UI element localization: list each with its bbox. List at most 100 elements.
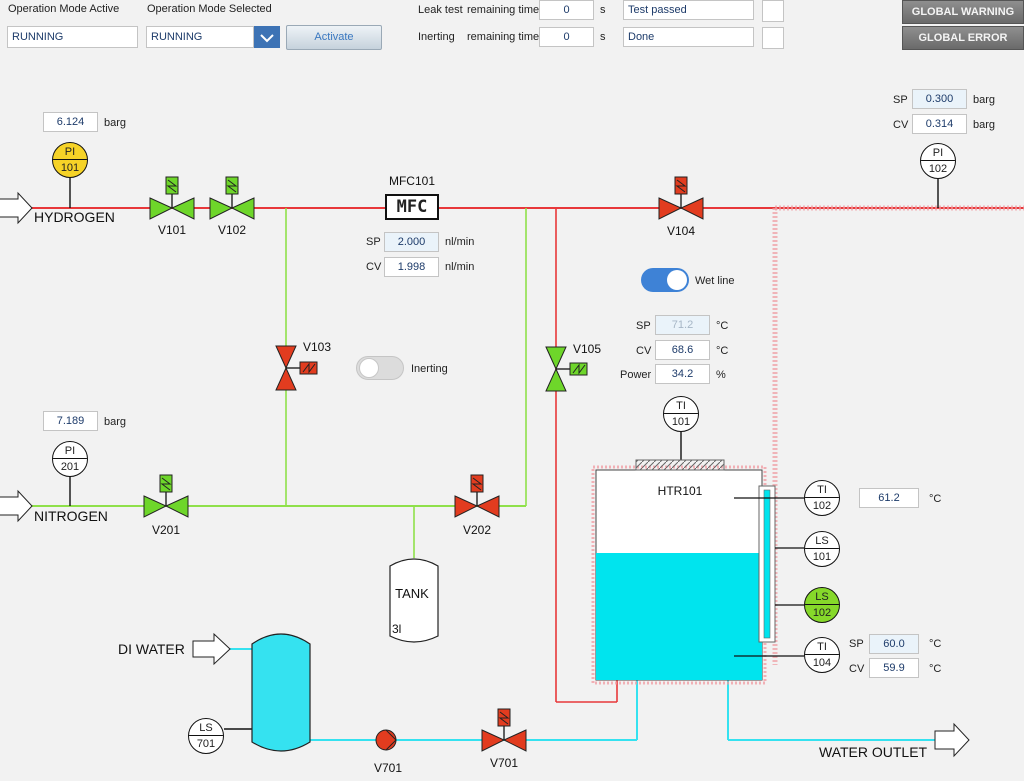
tank-3l: [389, 558, 439, 643]
heater-sp-unit: °C: [716, 320, 729, 332]
heater-power-label: Power: [620, 369, 652, 381]
v701-pump-label: V701: [373, 761, 403, 775]
instrument-ti104[interactable]: TI 104: [804, 637, 840, 673]
valve-v105[interactable]: [545, 346, 588, 392]
hydrogen-label: HYDROGEN: [34, 209, 115, 225]
heater-cv-unit: °C: [716, 345, 729, 357]
heater-sp-label: SP: [636, 320, 651, 332]
mfc-sp-unit: nl/min: [445, 236, 475, 248]
wet-line-toggle[interactable]: [641, 268, 689, 292]
inerting-remaining-label: remaining time: [467, 31, 540, 43]
inerting-time: 0: [539, 27, 594, 47]
pi102-setpoint-input[interactable]: 0.300: [912, 89, 967, 109]
leak-time-unit: s: [600, 4, 606, 16]
instrument-ti102[interactable]: TI 102: [804, 480, 840, 516]
pi102-sp-unit: barg: [973, 94, 996, 106]
di-water-label: DI WATER: [118, 641, 185, 657]
leak-test-indicator: [762, 0, 784, 22]
pi201-unit: barg: [104, 416, 127, 428]
instrument-ls101[interactable]: LS 101: [804, 531, 840, 567]
ti104-sp-label: SP: [849, 638, 864, 650]
water-line: [230, 648, 935, 741]
instrument-ti101[interactable]: TI 101: [663, 396, 699, 432]
ti102-value: 61.2: [859, 488, 919, 508]
inerting-toggle-label: Inerting: [411, 363, 448, 375]
heater-cv-value: 68.6: [655, 340, 710, 360]
inerting-toggle[interactable]: [356, 356, 404, 380]
htr101-label: HTR101: [657, 484, 703, 498]
nitrogen-label: NITROGEN: [34, 508, 108, 524]
valve-v101[interactable]: [149, 176, 195, 220]
valve-v701[interactable]: [481, 708, 527, 752]
heater-cv-label: CV: [636, 345, 652, 357]
v105-label: V105: [573, 342, 602, 356]
inerting-indicator: [762, 27, 784, 49]
v102-label: V102: [217, 223, 247, 237]
pi101-unit: barg: [104, 117, 127, 129]
pi101-value: 6.124: [43, 112, 98, 132]
tank-volume-label: 3l: [392, 622, 402, 636]
instrument-pi101[interactable]: PI 101: [52, 142, 88, 178]
heater-setpoint-input[interactable]: 71.2: [655, 315, 710, 335]
mode-select-dropdown-button[interactable]: [254, 26, 280, 48]
mfc101-label: MFC101: [388, 174, 435, 188]
pi102-cv-label: CV: [893, 119, 909, 131]
instrument-ls701[interactable]: LS 701: [188, 718, 224, 754]
pi102-cv-unit: barg: [973, 119, 996, 131]
v701-valve-label: V701: [489, 756, 519, 770]
water-outlet-label: WATER OUTLET: [819, 744, 928, 760]
mode-select[interactable]: RUNNING: [146, 26, 254, 48]
v101-label: V101: [157, 223, 187, 237]
mfc101-symbol[interactable]: MFC: [385, 194, 439, 220]
inerting-status: Done: [623, 27, 754, 47]
v104-label: V104: [666, 224, 696, 238]
mfc-setpoint-input[interactable]: 2.000: [384, 232, 439, 252]
instrument-ls102[interactable]: LS 102: [804, 587, 840, 623]
wet-line-label: Wet line: [695, 275, 735, 287]
ti104-sp-unit: °C: [929, 638, 942, 650]
mode-active-field: RUNNING: [7, 26, 138, 48]
ti104-cv-unit: °C: [929, 663, 942, 675]
valve-v201[interactable]: [143, 474, 189, 518]
pi102-sp-label: SP: [893, 94, 908, 106]
global-error-button[interactable]: GLOBAL ERROR: [902, 26, 1024, 50]
heater-power-value: 34.2: [655, 364, 710, 384]
valve-v102[interactable]: [209, 176, 255, 220]
v201-label: V201: [151, 523, 181, 537]
v202-label: V202: [462, 523, 492, 537]
leak-test-time: 0: [539, 0, 594, 20]
pump-v701[interactable]: [375, 729, 397, 751]
global-warning-button[interactable]: GLOBAL WARNING: [902, 0, 1024, 24]
v103-label: V103: [303, 340, 332, 354]
ti104-setpoint-input[interactable]: 60.0: [869, 634, 919, 654]
ti104-cv-label: CV: [849, 663, 865, 675]
reactor-vessel: [591, 465, 804, 685]
mfc-cv-label: CV: [366, 261, 382, 273]
mfc-sp-label: SP: [366, 236, 381, 248]
hydrogen-inlet-arrow: [0, 191, 33, 225]
mode-selected-label: Operation Mode Selected: [147, 3, 272, 15]
pi102-cv-value: 0.314: [912, 114, 967, 134]
inerting-time-unit: s: [600, 31, 606, 43]
di-water-inlet-arrow: [192, 632, 231, 666]
leak-remaining-label: remaining time: [467, 4, 540, 16]
valve-v103[interactable]: [275, 345, 318, 391]
mfc-cv-value: 1.998: [384, 257, 439, 277]
pi201-value: 7.189: [43, 411, 98, 431]
mode-active-label: Operation Mode Active: [8, 3, 120, 15]
ti104-cv-value: 59.9: [869, 658, 919, 678]
heater-power-unit: %: [716, 369, 726, 381]
instrument-pi102[interactable]: PI 102: [920, 143, 956, 179]
water-outlet-arrow: [934, 722, 970, 758]
ti102-unit: °C: [929, 493, 942, 505]
di-water-vessel: [251, 633, 311, 752]
chevron-down-icon: [260, 34, 274, 43]
leak-test-status: Test passed: [623, 0, 754, 20]
instrument-pi201[interactable]: PI 201: [52, 441, 88, 477]
valve-v202[interactable]: [454, 474, 500, 518]
inerting-header-label: Inerting: [418, 31, 455, 43]
activate-button[interactable]: Activate: [286, 25, 382, 50]
valve-v104[interactable]: [658, 176, 704, 220]
leak-test-label: Leak test: [418, 4, 463, 16]
